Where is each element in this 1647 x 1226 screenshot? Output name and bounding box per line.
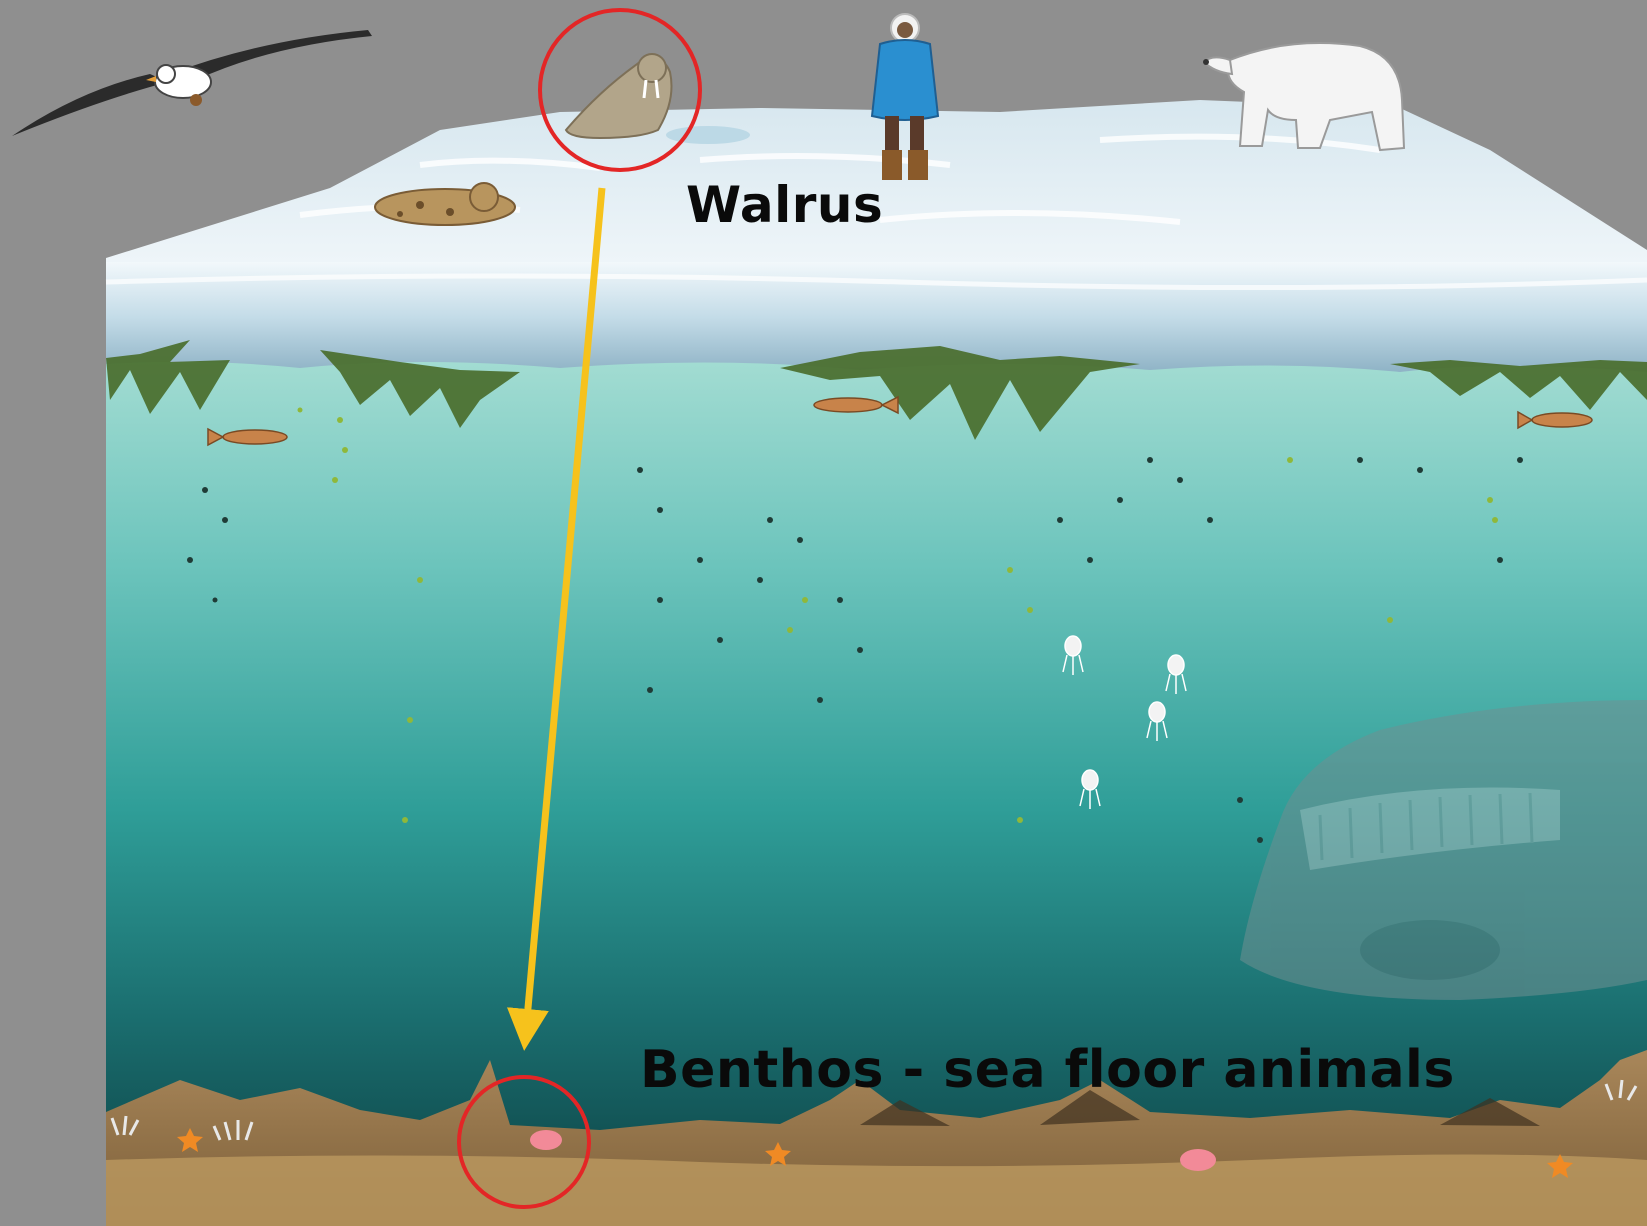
benthos-label: Benthos - sea floor animals	[640, 1040, 1455, 1100]
ice-hole	[666, 126, 750, 144]
gull-icon	[12, 30, 372, 136]
sea-anemone-icon	[530, 1130, 562, 1150]
sea-anemone-icon	[1180, 1149, 1216, 1171]
walrus-icon	[566, 54, 672, 138]
walrus-label: Walrus	[686, 176, 883, 234]
